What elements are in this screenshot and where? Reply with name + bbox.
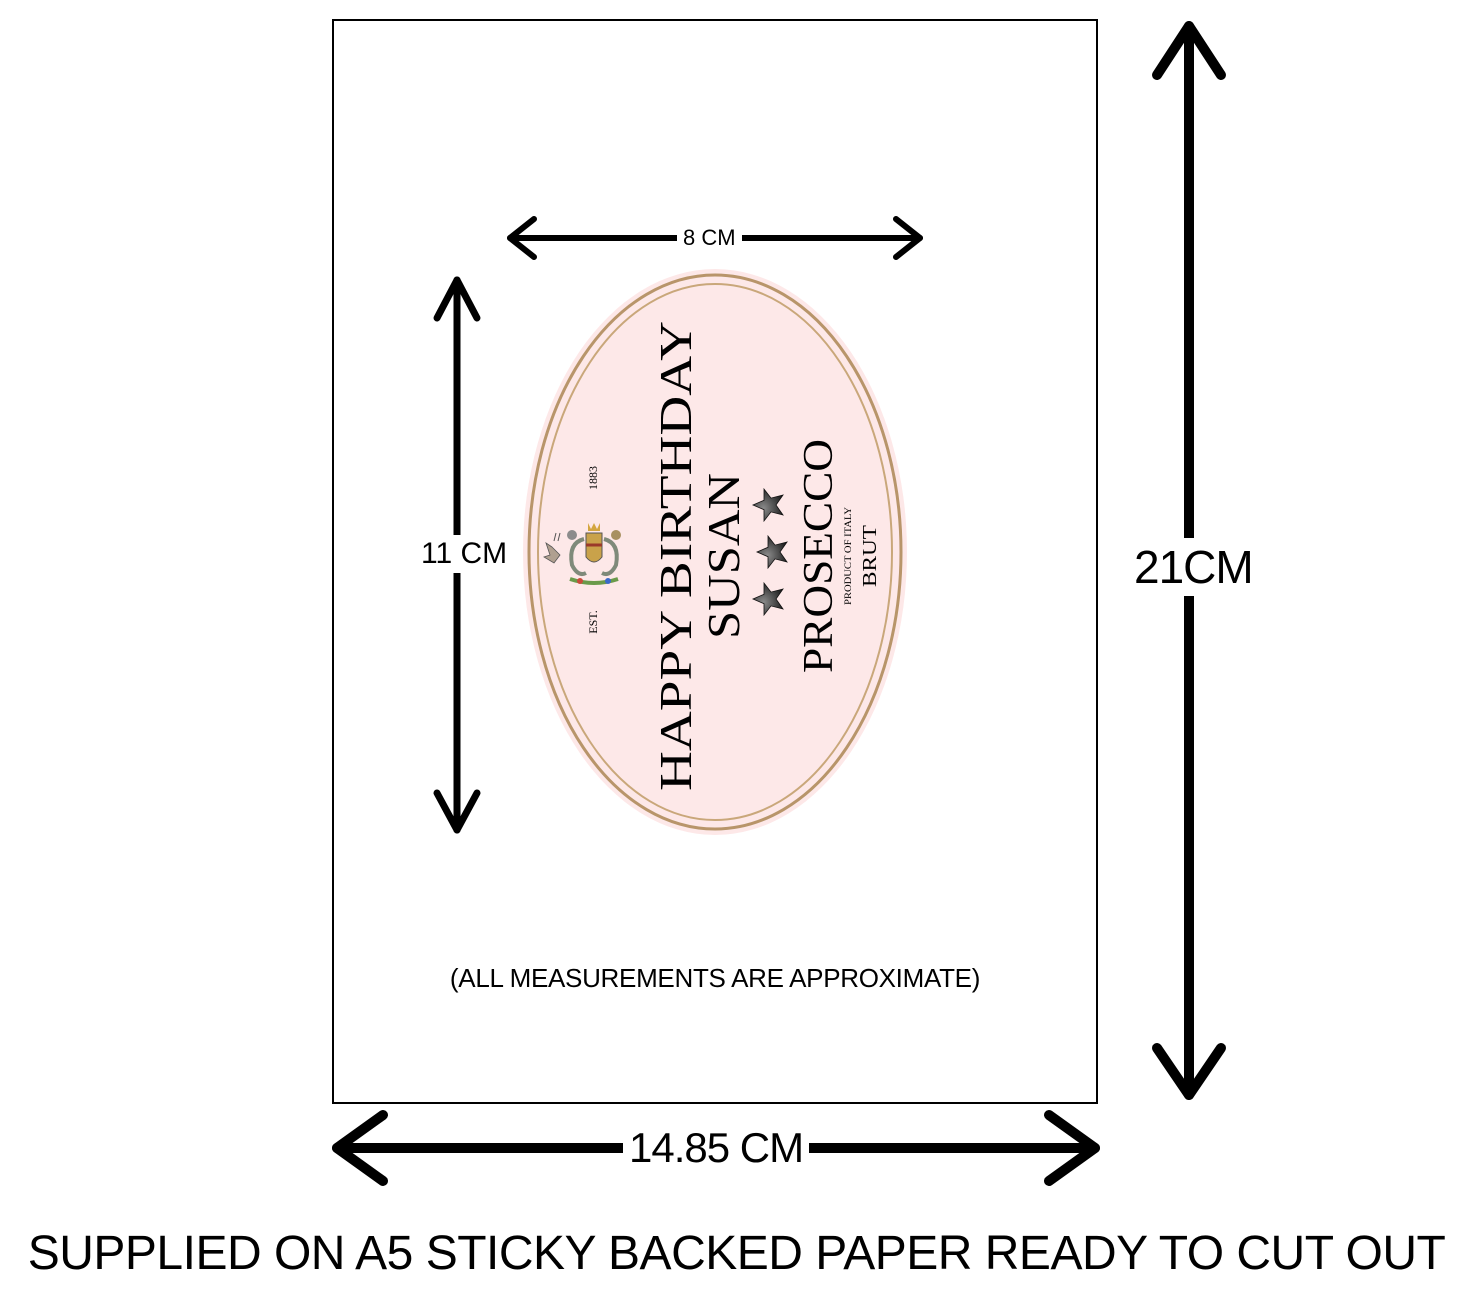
measurement-note: (ALL MEASUREMENTS ARE APPROXIMATE) xyxy=(449,963,981,993)
sheet-width-text: 14.85 CM xyxy=(623,1127,810,1169)
stars-rating xyxy=(751,487,788,617)
sheet-height-text: 21CM xyxy=(1132,538,1255,596)
label-headline: HAPPY BIRTHDAY xyxy=(650,321,701,791)
recipient-name: SUSAN xyxy=(698,473,749,639)
established-year: 1883 xyxy=(586,466,600,490)
coat-of-arms-icon xyxy=(543,523,621,585)
label-width-text: 8 CM xyxy=(677,227,742,249)
established-prefix: EST. xyxy=(586,610,600,633)
product-style: BRUT xyxy=(859,525,881,587)
label-outer-border xyxy=(527,273,903,831)
label-inner-border xyxy=(537,283,893,821)
star-icon xyxy=(751,487,784,523)
product-origin: PRODUCT OF ITALY xyxy=(843,506,853,605)
product-name: PROSECCO xyxy=(796,439,842,673)
supply-footer: SUPPLIED ON A5 STICKY BACKED PAPER READY… xyxy=(27,1227,1446,1280)
star-icon xyxy=(755,534,788,570)
label-height-text: 11 CM xyxy=(419,535,510,573)
label-background xyxy=(523,269,907,835)
star-icon xyxy=(751,581,784,617)
prosecco-label: 1883 EST. HAPPY BIRTHDAY SUSAN PROSECCO … xyxy=(523,269,907,835)
